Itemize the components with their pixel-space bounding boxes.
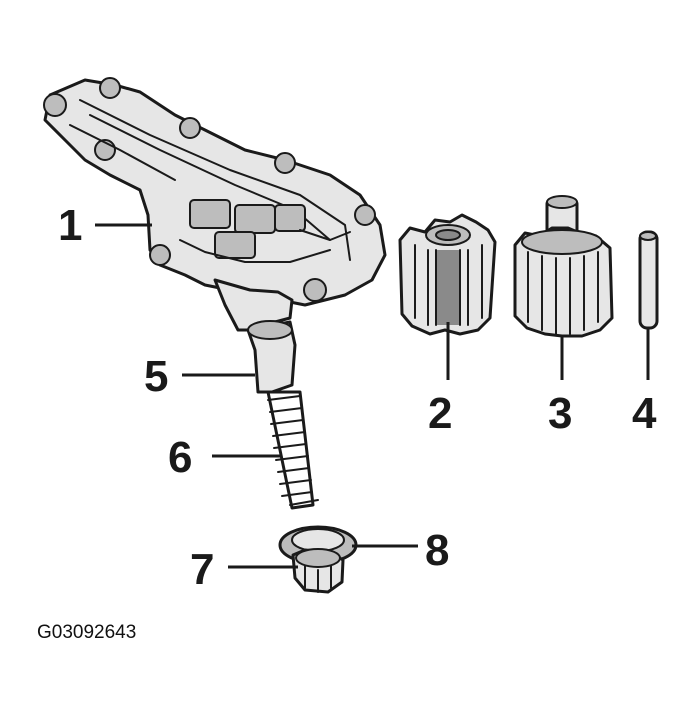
callout-5: 5 <box>144 352 168 401</box>
callout-1: 1 <box>58 201 82 250</box>
part-pin <box>638 230 659 330</box>
figure-id-label: G03092643 <box>37 622 136 643</box>
callout-6: 6 <box>168 433 192 482</box>
part-spring <box>266 390 319 510</box>
part-plug-bolt <box>291 548 345 594</box>
part-gear-inner <box>398 213 497 336</box>
part-housing <box>43 77 387 332</box>
part-gear-drive <box>513 195 614 338</box>
callout-7: 7 <box>190 545 214 594</box>
callout-2: 2 <box>428 389 452 438</box>
callout-3: 3 <box>548 389 572 438</box>
callout-8: 8 <box>425 526 449 575</box>
callout-4: 4 <box>632 389 657 438</box>
part-valve-plunger <box>246 320 297 394</box>
